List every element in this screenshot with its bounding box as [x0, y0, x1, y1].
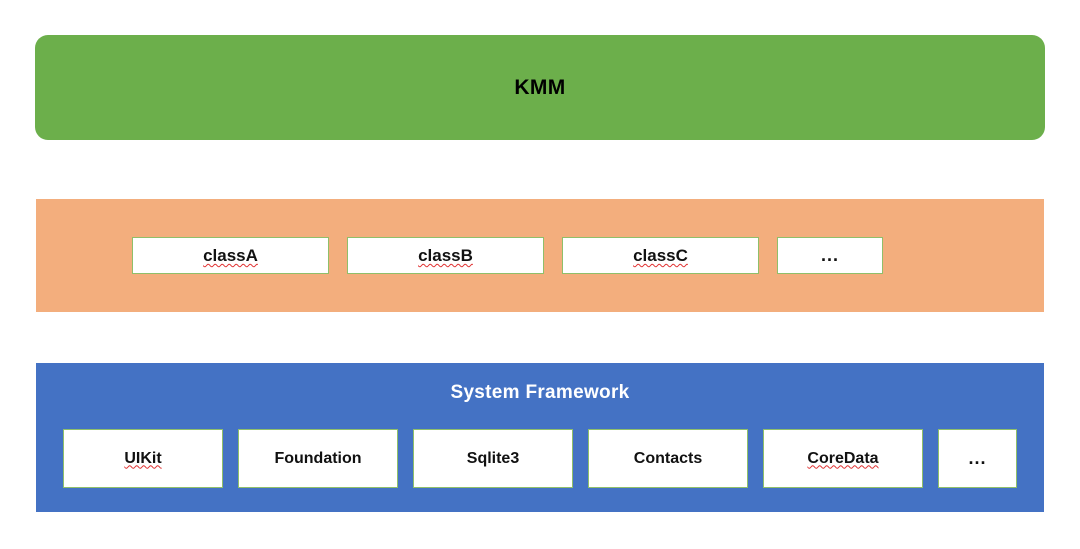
node-label-foundation: Foundation: [274, 449, 362, 467]
layer-shared-classes: classA classB classC ...: [36, 199, 1044, 312]
node-label-coredata: CoreData: [807, 449, 879, 467]
node-box-foundation[interactable]: Foundation: [238, 429, 398, 488]
layer-system-framework: System Framework UIKit Foundation Sqlite…: [36, 363, 1044, 512]
layer-kmm-title: KMM: [514, 75, 566, 99]
node-box-classa[interactable]: classA: [132, 237, 329, 274]
layer-kmm: KMM: [35, 35, 1045, 140]
node-box-coredata[interactable]: CoreData: [763, 429, 923, 488]
node-label-classb: classB: [418, 246, 473, 265]
node-box-classb[interactable]: classB: [347, 237, 544, 274]
node-box-framework-more[interactable]: ...: [938, 429, 1017, 488]
node-box-classes-more[interactable]: ...: [777, 237, 883, 274]
node-box-classc[interactable]: classC: [562, 237, 759, 274]
ellipsis-icon: ...: [968, 448, 987, 469]
node-label-contacts: Contacts: [633, 449, 703, 467]
node-label-sqlite3: Sqlite3: [466, 449, 520, 467]
node-label-classa: classA: [203, 246, 258, 265]
node-box-contacts[interactable]: Contacts: [588, 429, 748, 488]
layer-system-framework-title: System Framework: [450, 382, 630, 403]
ellipsis-icon: ...: [820, 245, 839, 266]
node-label-uikit: UIKit: [124, 449, 162, 467]
system-framework-node-row: UIKit Foundation Sqlite3 Contacts CoreDa…: [63, 429, 1017, 488]
node-box-sqlite3[interactable]: Sqlite3: [413, 429, 573, 488]
node-box-uikit[interactable]: UIKit: [63, 429, 223, 488]
node-label-classc: classC: [633, 246, 688, 265]
shared-classes-node-row: classA classB classC ...: [132, 237, 901, 274]
